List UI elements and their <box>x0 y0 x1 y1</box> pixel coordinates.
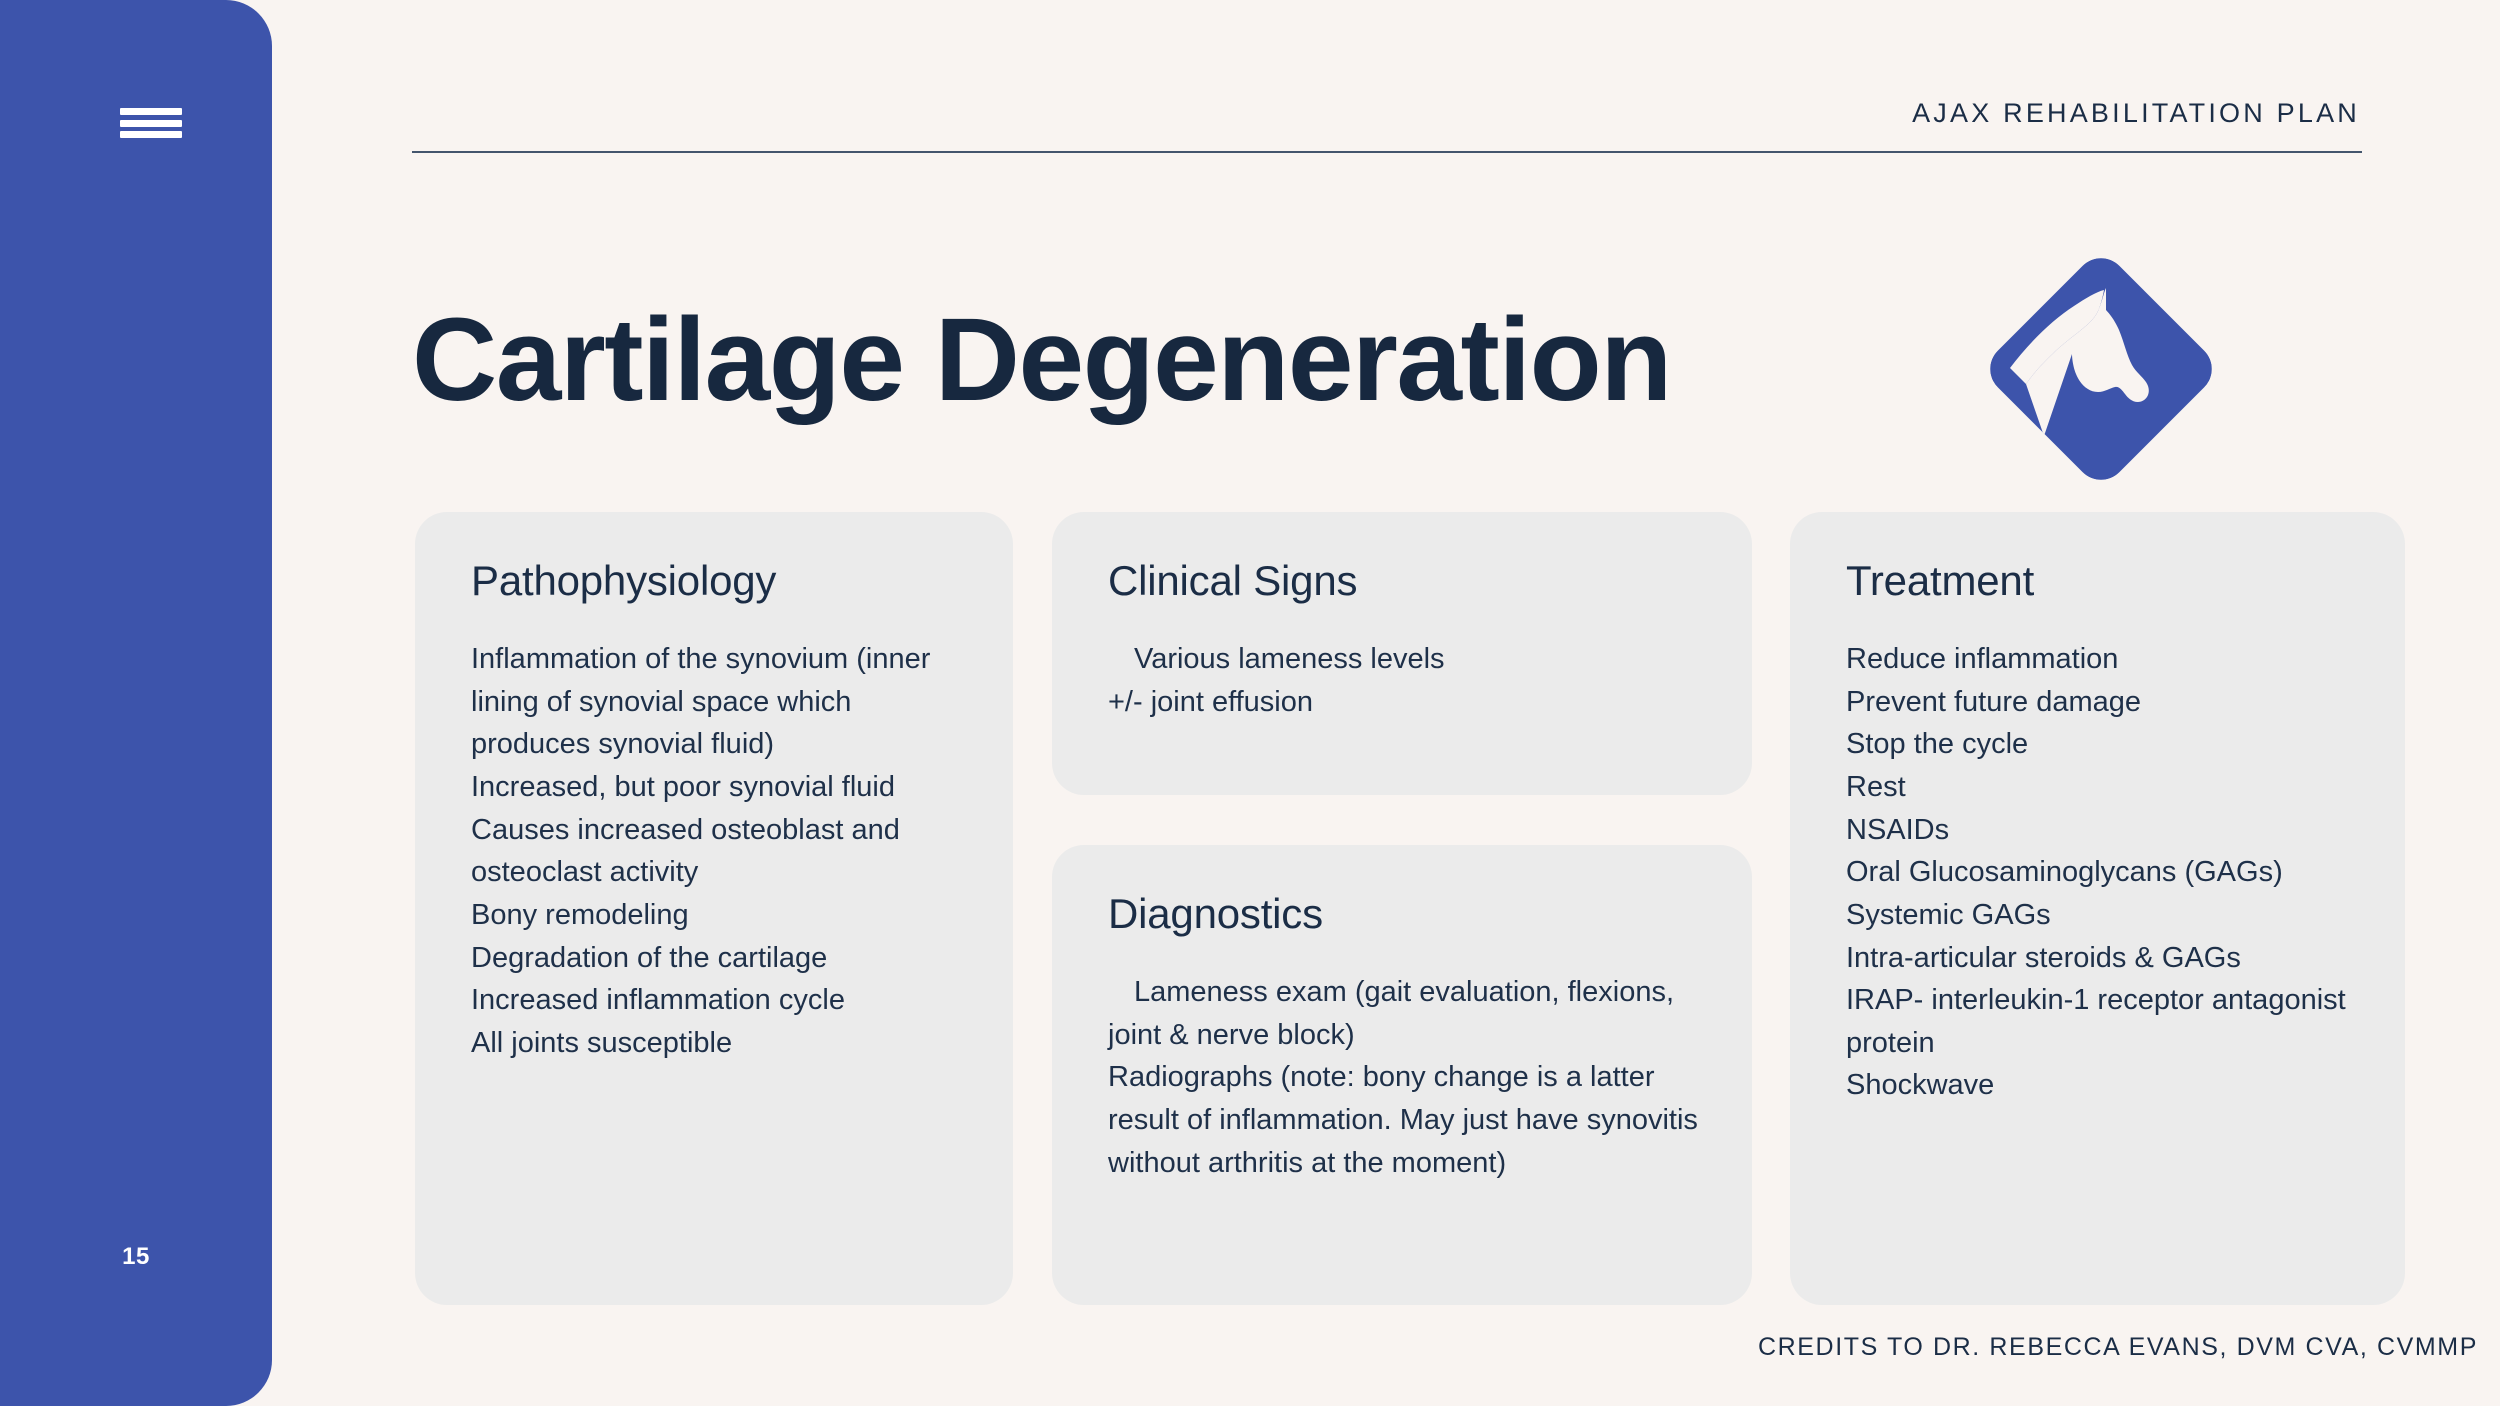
hamburger-bar-3 <box>120 131 182 138</box>
list-item: Radiographs (note: bony change is a latt… <box>1108 1061 1698 1179</box>
list-item: Oral Glucosaminoglycans (GAGs) <box>1846 856 2283 889</box>
list-item: Inflammation of the synovium (inner lini… <box>471 643 931 761</box>
list-item: Systemic GAGs <box>1846 898 2051 931</box>
footer-credits: CREDITS TO DR. REBECCA EVANS, DVM CVA, C… <box>1757 1333 2478 1361</box>
card-pathophysiology: Pathophysiology Inflammation of the syno… <box>415 512 1013 1305</box>
list-item: Lameness exam (gait evaluation, flexions… <box>1108 976 1675 1051</box>
list-item: Degradation of the cartilage <box>471 941 828 974</box>
card-title-treatment: Treatment <box>1846 557 2035 604</box>
card-title-diagnostics: Diagnostics <box>1108 890 1323 937</box>
list-item: Reduce inflammation <box>1846 643 2119 676</box>
header: AJAX REHABILITATION PLAN <box>412 98 2362 153</box>
list-item: Intra-articular steroids & GAGs <box>1846 941 2241 974</box>
list-item: +/- joint effusion <box>1108 685 1314 718</box>
page-number: 15 <box>122 1243 150 1270</box>
page-title: Cartilage Degeneration <box>412 294 1672 426</box>
card-diagnostics: Diagnostics Lameness exam (gait evaluati… <box>1052 845 1752 1305</box>
card-clinical-signs: Clinical Signs Various lameness levels +… <box>1052 512 1752 795</box>
list-item: NSAIDs <box>1846 813 1950 846</box>
card-grid: Pathophysiology Inflammation of the syno… <box>415 512 2405 1305</box>
list-item: Increased, but poor synovial fluid <box>471 771 895 804</box>
list-item: Causes increased osteoblast and osteocla… <box>471 813 900 889</box>
card-treatment: Treatment Reduce inflammation Prevent fu… <box>1790 512 2405 1305</box>
card-title-pathophysiology: Pathophysiology <box>471 557 777 604</box>
list-item: All joints susceptible <box>471 1026 733 1059</box>
list-item: Bony remodeling <box>471 898 689 931</box>
list-item: Rest <box>1846 771 1906 804</box>
card-body-pathophysiology: Inflammation of the synovium (inner lini… <box>471 638 959 1064</box>
card-body-clinical-signs: Various lameness levels +/- joint effusi… <box>1108 638 1698 723</box>
header-divider <box>412 151 2362 153</box>
hamburger-icon[interactable] <box>120 108 182 138</box>
hamburger-bar-1 <box>120 108 182 115</box>
list-item: Various lameness levels <box>1134 643 1445 676</box>
sidebar: 15 <box>0 0 272 1406</box>
list-item: Increased inflammation cycle <box>471 984 845 1017</box>
list-item: IRAP- interleukin-1 receptor antagonist … <box>1846 984 2346 1059</box>
list-item: Stop the cycle <box>1846 728 2029 761</box>
card-body-treatment: Reduce inflammation Prevent future damag… <box>1846 638 2351 1107</box>
ajax-horse-logo-icon <box>1982 250 2220 488</box>
card-title-clinical-signs: Clinical Signs <box>1108 557 1358 604</box>
card-body-diagnostics: Lameness exam (gait evaluation, flexions… <box>1108 971 1698 1184</box>
list-item: Prevent future damage <box>1846 685 2142 718</box>
hamburger-bar-2 <box>120 119 182 127</box>
list-item: Shockwave <box>1846 1069 1995 1102</box>
header-title: AJAX REHABILITATION PLAN <box>1912 98 2360 128</box>
